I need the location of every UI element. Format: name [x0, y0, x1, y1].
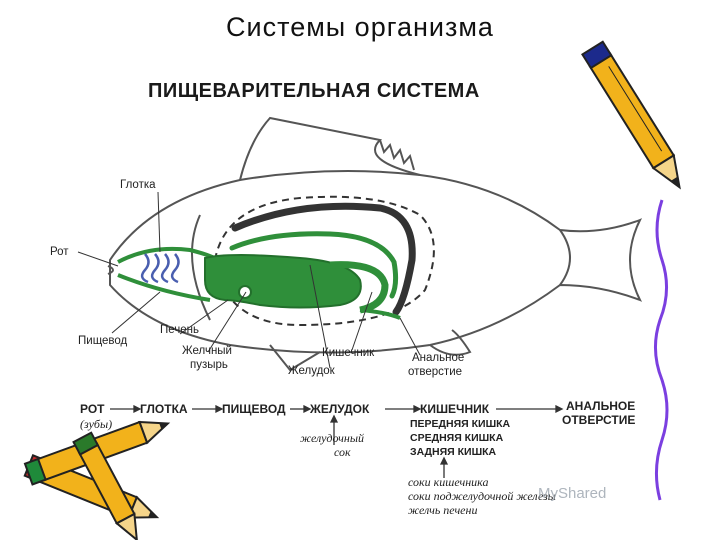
- digestive-tract: [118, 249, 400, 318]
- stomach-juice-2: сок: [334, 445, 351, 459]
- label-anal-2: отверстие: [408, 366, 462, 378]
- flow-glotka: ГЛОТКА: [140, 402, 188, 416]
- gut-part-front: ПЕРЕДНЯЯ КИШКА: [410, 418, 511, 430]
- watermark: MyShared: [538, 485, 606, 502]
- flow-rot-note: (зубы): [80, 417, 112, 431]
- label-zheludok: Желудок: [288, 365, 336, 377]
- flow-anal-2: ОТВЕРСТИЕ: [562, 413, 635, 427]
- gill-arches: [142, 254, 178, 282]
- label-glotka: Глотка: [120, 179, 156, 191]
- stomach-juice-1: желудочный: [300, 431, 364, 445]
- label-gallbladder-1: Желчный: [182, 345, 232, 357]
- flow-anal-1: АНАЛЬНОЕ: [566, 399, 635, 413]
- label-kishechnik: Кишечник: [322, 347, 375, 359]
- flow-kishechnik: КИШЕЧНИК: [420, 402, 490, 416]
- pencils-icon: [25, 413, 172, 540]
- label-rot: Рот: [50, 246, 69, 258]
- label-pishchevod: Пищевод: [78, 335, 128, 347]
- gut-juice-1: соки кишечника: [408, 475, 488, 489]
- purple-crayon-line: [655, 200, 667, 500]
- gut-part-rear: ЗАДНЯЯ КИШКА: [410, 446, 497, 458]
- flow-rot: РОТ: [80, 402, 105, 416]
- flow-zheludok: ЖЕЛУДОК: [309, 402, 370, 416]
- label-pechen: Печень: [160, 324, 199, 336]
- flow-pishchevod: ПИЩЕВОД: [222, 402, 286, 416]
- label-gallbladder-2: пузырь: [190, 359, 228, 371]
- pencil-icon: [582, 42, 689, 194]
- gut-part-middle: СРЕДНЯЯ КИШКА: [410, 432, 504, 444]
- label-anal-1: Анальное: [412, 352, 464, 364]
- gut-juice-2: соки поджелудочной железы: [408, 489, 556, 503]
- gut-juice-3: желчь печени: [408, 503, 477, 517]
